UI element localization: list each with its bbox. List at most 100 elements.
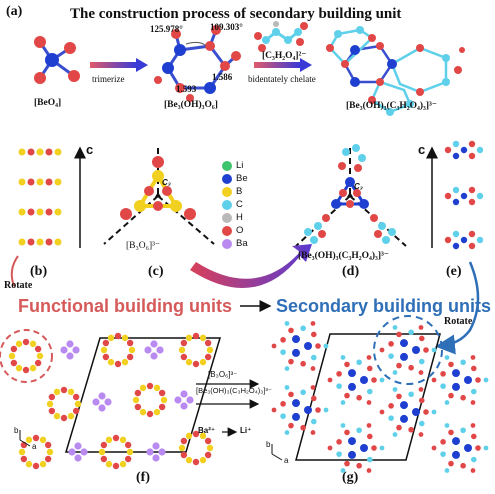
axis-b-label-f: b	[14, 426, 19, 435]
ligand-outer-atom	[470, 423, 476, 428]
rotate-label-left: Rotate	[4, 280, 33, 291]
ba-atom	[180, 390, 188, 398]
ligand-atom	[280, 413, 286, 419]
b3o6-ring-atom	[67, 412, 75, 420]
ligand-atom	[310, 395, 317, 402]
ligand-atom	[371, 377, 377, 383]
ba-atom	[104, 398, 112, 406]
secondary-unit-atom	[460, 146, 468, 154]
secondary-unit-atom	[452, 198, 460, 206]
b3o6-ring-atom	[192, 458, 200, 466]
ba-atom	[152, 442, 160, 450]
secondary-unit-atom	[444, 192, 452, 200]
b3o6-ring-atom	[114, 360, 122, 368]
b3o6-ring-atom	[32, 434, 40, 442]
ligand-outer-atom	[470, 468, 476, 473]
b3o6-ring-atom	[121, 334, 129, 342]
ligand-atom	[396, 424, 402, 431]
ligand-atom	[470, 456, 477, 463]
ligand-atom	[440, 383, 446, 389]
chelate-arrowhead	[300, 58, 312, 72]
b3o6-ring-atom	[34, 359, 42, 367]
b3o6-ring-atom	[139, 408, 147, 416]
b3o6-layer-atom	[36, 238, 44, 246]
ligand-outer-atom	[418, 432, 424, 437]
legend-label: Be	[236, 173, 248, 184]
ligand-outer-atom	[392, 387, 398, 392]
b3o6-ring-atom	[204, 353, 212, 361]
secondary-unit-atom	[452, 152, 460, 160]
b3o6-ring-atom	[53, 412, 61, 420]
ligand-label: [C₃H₂O₄]²⁻	[262, 51, 307, 61]
ligand-atom	[344, 392, 350, 399]
ligand-atom	[423, 409, 429, 415]
ba-atom	[98, 392, 106, 400]
b3o6-ring-atom	[192, 360, 200, 368]
ligand-molecule	[254, 21, 308, 52]
b3o6-label: [B₃O₆]³⁻	[126, 241, 161, 251]
b3o6-layer-atom	[18, 148, 26, 156]
panel-d-label: (d)	[342, 264, 360, 279]
be-center-atom	[348, 450, 356, 459]
secondary-unit-atom	[444, 236, 452, 244]
ba-atom	[150, 352, 158, 360]
chelate-label: bidentately chelate	[248, 74, 316, 84]
ba-atom	[66, 352, 74, 360]
ligand-atom	[448, 392, 454, 399]
ba-atom	[98, 404, 106, 412]
legend-swatch	[222, 239, 232, 249]
b3o6-ring-atom	[102, 339, 110, 347]
ligand-outer-atom	[444, 355, 450, 360]
b3o6-ring-atom	[44, 441, 52, 449]
bond-label-1: 1.593	[176, 84, 197, 94]
be3-ring	[154, 25, 241, 102]
b3o6-ring-atom	[206, 444, 214, 452]
b3o6-ring-atom	[22, 338, 30, 346]
ligand-atom	[460, 462, 466, 469]
ligand-atom	[300, 389, 306, 396]
ligand-outer-atom	[379, 409, 385, 415]
secondary-unit-atom	[476, 236, 484, 244]
ligand-atom	[408, 364, 414, 371]
ligand-atom	[300, 325, 306, 332]
b3o6-ring-atom	[124, 441, 132, 449]
axis-b-label-g: b	[266, 440, 271, 449]
highlight-circle-g	[373, 315, 443, 385]
legend-swatch	[222, 174, 232, 184]
b3o6-ring-atom	[105, 436, 113, 444]
ligand-atom	[280, 349, 286, 355]
ligand-outer-atom	[483, 445, 489, 451]
ligand-atom	[448, 460, 454, 467]
b3o6-ring-atom	[36, 352, 44, 360]
panel-a-label: (a)	[6, 4, 23, 19]
ligand-outer-atom	[470, 400, 476, 405]
ligand-atom	[336, 439, 342, 445]
b3o6-layer-atom	[18, 208, 26, 216]
legend-item-b: B	[222, 186, 242, 197]
secondary-unit-atom	[452, 242, 460, 250]
ligand-atom	[356, 427, 362, 434]
b3o6-layer-atom	[45, 208, 53, 216]
panel-f-label: (f)	[136, 470, 150, 485]
b3o6-ring-atom	[60, 414, 68, 422]
b3o6-ring-atom	[158, 389, 166, 397]
be-center-atom	[412, 346, 420, 354]
ligand-atom	[336, 371, 342, 377]
b3o6-ring-atom	[48, 407, 56, 415]
b3o6-ring-atom	[178, 346, 186, 354]
ligand-atom	[300, 424, 306, 431]
ligand-atom	[470, 433, 477, 440]
ligand-atom	[388, 415, 394, 421]
legend-item-li: Li	[222, 160, 243, 171]
ligand-atom	[408, 426, 414, 433]
legend-item-be: Be	[222, 173, 248, 184]
ba-atom	[186, 396, 194, 404]
ligand-outer-atom	[366, 400, 372, 405]
b3o6-layer-atom	[54, 208, 62, 216]
ligand-atom	[408, 391, 414, 398]
ligand-outer-atom	[379, 377, 385, 383]
b3o6-ring-atom	[25, 436, 33, 444]
b3o6-ring-atom	[8, 352, 16, 360]
ligand-outer-atom	[444, 400, 450, 405]
